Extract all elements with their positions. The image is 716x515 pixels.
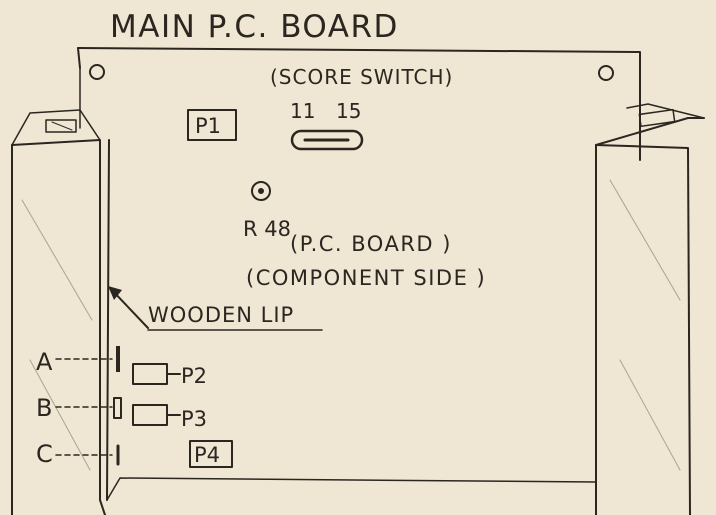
mounting-hole-left	[89, 64, 105, 80]
callout-c-label: C	[36, 440, 53, 468]
board-lip-edge	[106, 139, 110, 501]
p1-label: P1	[195, 114, 221, 138]
mounting-hole-right	[598, 65, 614, 81]
r48-potentiometer	[251, 181, 271, 201]
p2-label: P2	[181, 364, 207, 388]
callout-a-label: A	[36, 348, 53, 376]
p1-box	[187, 109, 237, 141]
wooden-lip-label: WOODEN LIP	[148, 303, 294, 327]
switch-position-11: 11	[290, 99, 315, 123]
p2-connector	[132, 363, 181, 385]
switch-position-15: 15	[336, 99, 361, 123]
p3-connector	[132, 404, 181, 426]
r48-label: R 48	[243, 217, 291, 241]
wooden-lip-arrowhead	[108, 286, 122, 300]
p3-label: P3	[181, 407, 207, 431]
score-switch-label: (SCORE SWITCH)	[270, 65, 453, 89]
right-wooden-block	[595, 103, 705, 515]
callout-b-label: B	[36, 394, 52, 422]
p4-box	[189, 440, 233, 468]
score-switch	[290, 129, 364, 151]
board-caption-line1: (P.C. BOARD )	[290, 232, 452, 256]
diagram-title: MAIN P.C. BOARD	[110, 9, 399, 45]
board-caption-line2: (COMPONENT SIDE )	[246, 266, 486, 290]
test-point-b	[113, 397, 122, 419]
board-bottom-edge	[106, 477, 597, 501]
test-point-a	[116, 346, 120, 372]
p4-label: P4	[194, 443, 220, 467]
left-wooden-block	[11, 109, 106, 515]
